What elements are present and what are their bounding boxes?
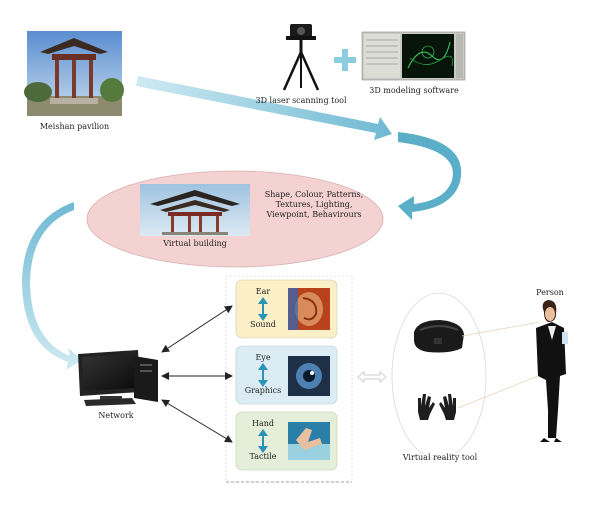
sense-top-hand: Hand [251, 419, 275, 428]
software-screenshot [361, 31, 466, 81]
virtual-building-image [140, 184, 250, 236]
connector-gloves [457, 375, 539, 409]
scanner-label: 3D laser scanning tool [255, 96, 347, 105]
vr-tool-ellipse [391, 292, 487, 460]
double-arrow-eye [258, 363, 268, 387]
network-label: Network [98, 411, 134, 420]
computer-icon [78, 350, 158, 406]
flow-arrow-top [136, 76, 392, 140]
flow-arrow-left [22, 202, 82, 370]
connector-headset [461, 321, 541, 337]
pavilion-photo [24, 31, 124, 116]
vr-gloves-icon [418, 394, 456, 420]
laser-scanner-icon [282, 24, 320, 91]
person-label: Person [536, 288, 564, 297]
arrow-network-ear [161, 305, 233, 353]
flow-arrow-curve [398, 132, 462, 220]
arrow-network-hand [161, 399, 233, 443]
vr-tool-label: Virtual reality tool [402, 453, 478, 462]
sense-bottom-graphics: Graphics [244, 386, 282, 395]
sense-bottom-sound: Sound [250, 320, 276, 329]
pavilion-label: Meishan pavilion [39, 122, 110, 131]
sense-top-ear: Ear [255, 287, 271, 296]
attributes-line-3: Viewpoint, Behavirours [266, 210, 362, 219]
attributes-text: Shape, Colour, Patterns, Textures, Light… [258, 190, 370, 220]
sense-box-eye [235, 345, 338, 405]
sense-box-hand [235, 411, 338, 471]
sense-box-ear [235, 279, 338, 339]
hollow-double-arrow [357, 371, 387, 383]
attributes-line-2: Textures, Lighting, [275, 200, 353, 209]
double-arrow-ear [258, 297, 268, 321]
double-arrow-hand [258, 429, 268, 453]
person-figure [536, 300, 568, 442]
sense-bottom-tactile: Tactile [249, 452, 277, 461]
virtual-building-label: Virtual building [163, 239, 227, 248]
sense-top-eye: Eye [255, 353, 271, 362]
attributes-line-1: Shape, Colour, Patterns, [264, 190, 364, 199]
vr-headset-icon [414, 320, 464, 353]
plus-icon [334, 49, 356, 71]
software-label: 3D modeling software [369, 86, 459, 95]
